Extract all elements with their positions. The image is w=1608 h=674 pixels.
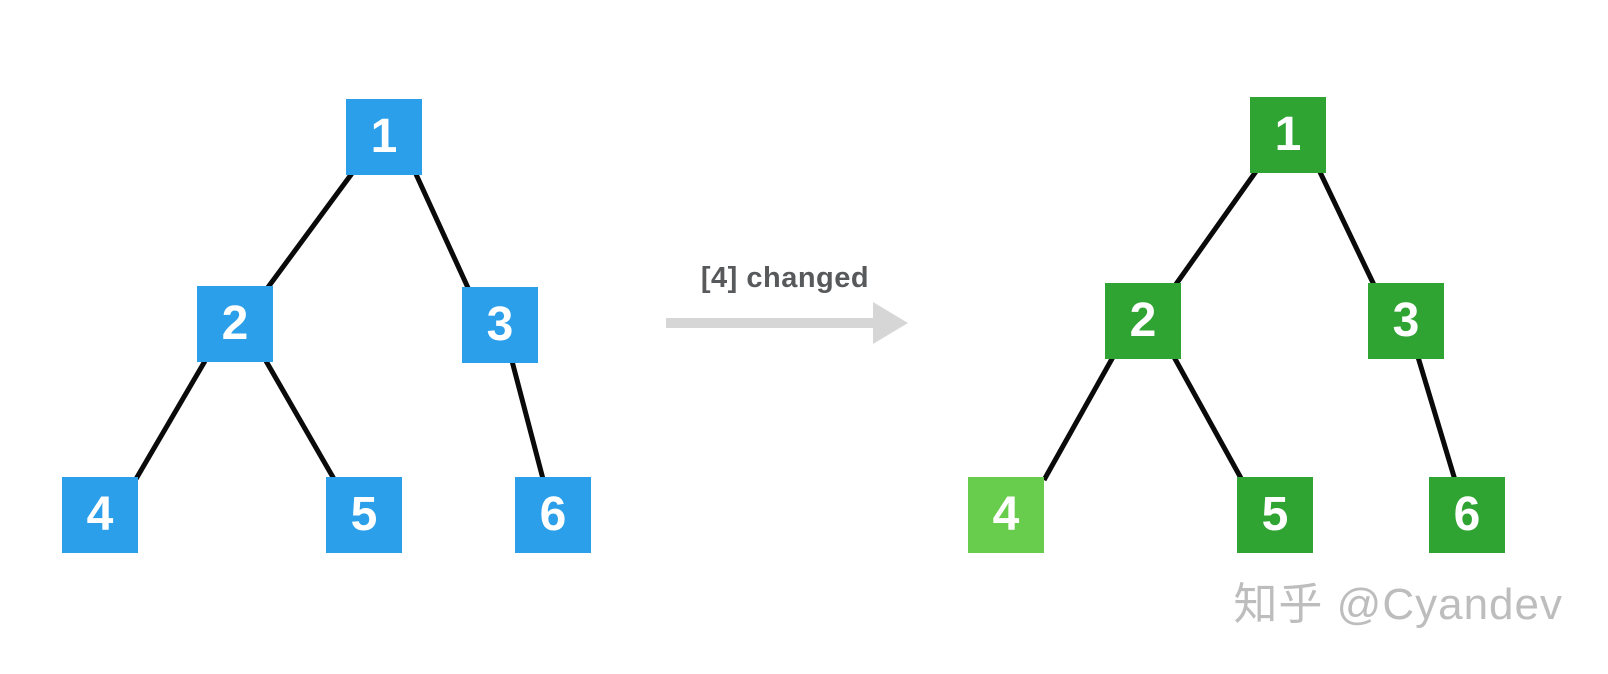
left-tree-node-2: 2 [197, 286, 273, 362]
right-tree-node-1: 1 [1250, 97, 1326, 173]
right-tree-node-4: 4 [968, 477, 1044, 553]
left-tree-edge-1-2 [263, 170, 356, 292]
arrow-label: [4] changed [700, 262, 870, 294]
left-tree-edge-3-6 [509, 360, 546, 480]
watermark: 知乎 @Cyandev [1233, 568, 1563, 632]
arrow-head-icon [873, 302, 908, 344]
left-tree-node-3: 3 [462, 287, 538, 363]
left-tree-node-6: 6 [515, 477, 591, 553]
right-tree-edge-2-5 [1171, 355, 1245, 482]
right-tree-edge-1-3 [1316, 168, 1378, 289]
right-tree-node-6: 6 [1429, 477, 1505, 553]
transform-arrow [666, 302, 908, 344]
right-tree-edge-1-2 [1171, 168, 1260, 289]
right-tree-edge-2-4 [1041, 355, 1116, 482]
right-tree-edge-3-6 [1415, 356, 1458, 481]
right-tree-node-3: 3 [1368, 283, 1444, 359]
left-tree-edge-2-5 [263, 359, 337, 481]
arrow-body [666, 318, 873, 328]
left-tree-node-1: 1 [346, 99, 422, 175]
left-tree-edge-2-4 [133, 359, 208, 481]
tree-edge-group [133, 168, 1458, 482]
right-tree-node-2: 2 [1105, 283, 1181, 359]
left-tree-node-5: 5 [326, 477, 402, 553]
right-tree-node-5: 5 [1237, 477, 1313, 553]
left-tree-edge-1-3 [412, 170, 472, 292]
left-tree-node-4: 4 [62, 477, 138, 553]
watermark-text: 知乎 @Cyandev [1233, 580, 1563, 629]
